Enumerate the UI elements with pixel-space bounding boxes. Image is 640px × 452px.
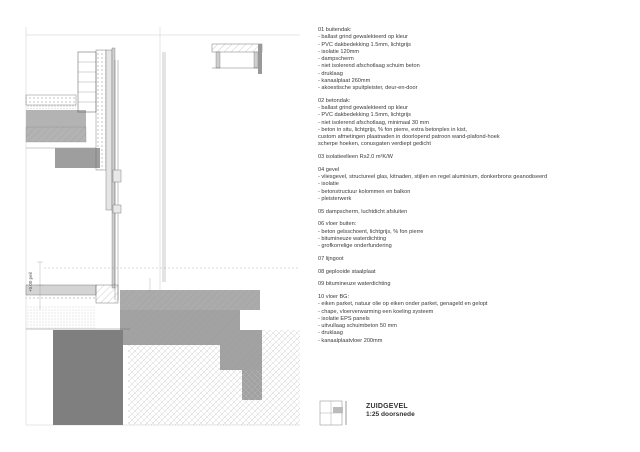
- legend-item: - ballast grind gewalekteerd op kleur: [318, 105, 408, 111]
- level-label: +0.00 peil: [28, 272, 33, 292]
- drawing-scale: 1:25 doorsnede: [366, 411, 415, 418]
- legend-item: - niet isolerend afschotlaag, minimaal 3…: [318, 119, 429, 126]
- legend-item: - vliesgevel, structureel glas, kitnaden…: [318, 174, 548, 180]
- legend-section: 09 bitumineuze waterdichting: [318, 281, 633, 288]
- legend-item: - niet isolerend afschotlaag schuim beto…: [318, 63, 420, 70]
- legend-section: 01 buitendak:- ballast grind gewalekteer…: [318, 27, 633, 92]
- roof-detail-left: [25, 94, 100, 168]
- ground-floor: [25, 284, 300, 425]
- legend-item: - kanaalplaatvloer 200mm: [318, 337, 383, 344]
- section-drawing: [25, 27, 300, 426]
- legend-item: - bitumineuze waterdichting: [318, 235, 387, 242]
- legend-section-title: 09 bitumineuze waterdichting: [318, 281, 391, 288]
- legend-item: - isolatie 120mm: [318, 48, 360, 55]
- drawing-title: ZUIDGEVEL: [366, 403, 408, 410]
- legend-section: 06 vloer buiten:- beton gelsschoent, lic…: [318, 221, 633, 250]
- legend-item: - ballast grind gewalekteerd op kleur: [318, 34, 408, 41]
- legend-section-title: 02 betondak:: [318, 97, 351, 104]
- legend-item: - druklaag: [318, 330, 343, 337]
- legend-section: 07 lijngoot: [318, 256, 633, 263]
- legend-item: - uitvullaag schuimbeton 50 mm: [318, 323, 397, 329]
- legend-item: - isolatie EPS panels: [318, 315, 370, 322]
- legend-item: - PVC dakbedekking 1.5mm, lichtgrijs: [318, 112, 411, 119]
- legend-section-title: 05 dampscherm, luchtdicht afsluiten: [318, 208, 408, 215]
- legend-item: custom afmetingen plaatnaden in doorlope…: [318, 134, 500, 140]
- legend-section: 02 betondak:- ballast grind gewalekteerd…: [318, 98, 633, 149]
- legend-item: - druklaag: [318, 70, 343, 77]
- legend-section-title: 03 isolatieelleen Rs2.0 m²K/W: [318, 154, 393, 160]
- legend-section-title: 10 vloer BG:: [318, 294, 350, 300]
- section-key-icon: [319, 400, 347, 426]
- glazing: [112, 60, 122, 300]
- legend-item: - grofkorrelige onderfundering: [318, 243, 392, 249]
- legend-item: - dampscherm: [318, 56, 354, 62]
- roof-upstand-right: [211, 43, 263, 74]
- legend-item: - isolatie: [318, 181, 339, 188]
- legend-section: 04 gevel- vliesgevel, structureel glas, …: [318, 167, 633, 203]
- legend: 01 buitendak:- ballast grind gewalekteer…: [318, 27, 633, 350]
- dimension-marks: [37, 261, 300, 310]
- legend-section-title: 07 lijngoot: [318, 255, 344, 262]
- legend-section: 10 vloer BG:- eiken parket, natuur olie …: [318, 294, 633, 345]
- legend-section-title: 08 geplooide staalplaat: [318, 268, 376, 275]
- facade-column: [77, 47, 116, 289]
- legend-item: - chape, vloerverwarming een koeling sys…: [318, 308, 434, 315]
- legend-section-title: 01 buitendak:: [318, 27, 352, 33]
- legend-section: 03 isolatieelleen Rs2.0 m²K/W: [318, 154, 633, 161]
- legend-item: - eiken parket, natuur olie op eiken ond…: [318, 301, 488, 308]
- legend-item: - pleisterwerk: [318, 195, 352, 202]
- interior-column: [162, 52, 166, 282]
- legend-item: - akoestische spuitpleister, deur-en-doo…: [318, 85, 418, 91]
- legend-item: - PVC dakbedekking 1.5mm, lichtgrijs: [318, 41, 411, 48]
- legend-item: - beton gelsschoent, lichtgrijs, % fon p…: [318, 228, 424, 235]
- legend-item: - beton in situ, lichtgrijs, % fon pierr…: [318, 126, 467, 133]
- legend-item: - betonstructuur kolommen en balkon: [318, 188, 411, 195]
- legend-section-title: 06 vloer buiten:: [318, 221, 357, 228]
- title-block: ZUIDGEVEL 1:25 doorsnede: [318, 398, 458, 428]
- legend-section-title: 04 gevel: [318, 166, 340, 173]
- legend-item: - kanaalplaat 260mm: [318, 77, 371, 84]
- legend-section: 08 geplooide staalplaat: [318, 269, 633, 276]
- legend-item: scherpe hoeken, conusgaten verdiept gedi…: [318, 141, 431, 148]
- legend-section: 05 dampscherm, luchtdicht afsluiten: [318, 209, 633, 216]
